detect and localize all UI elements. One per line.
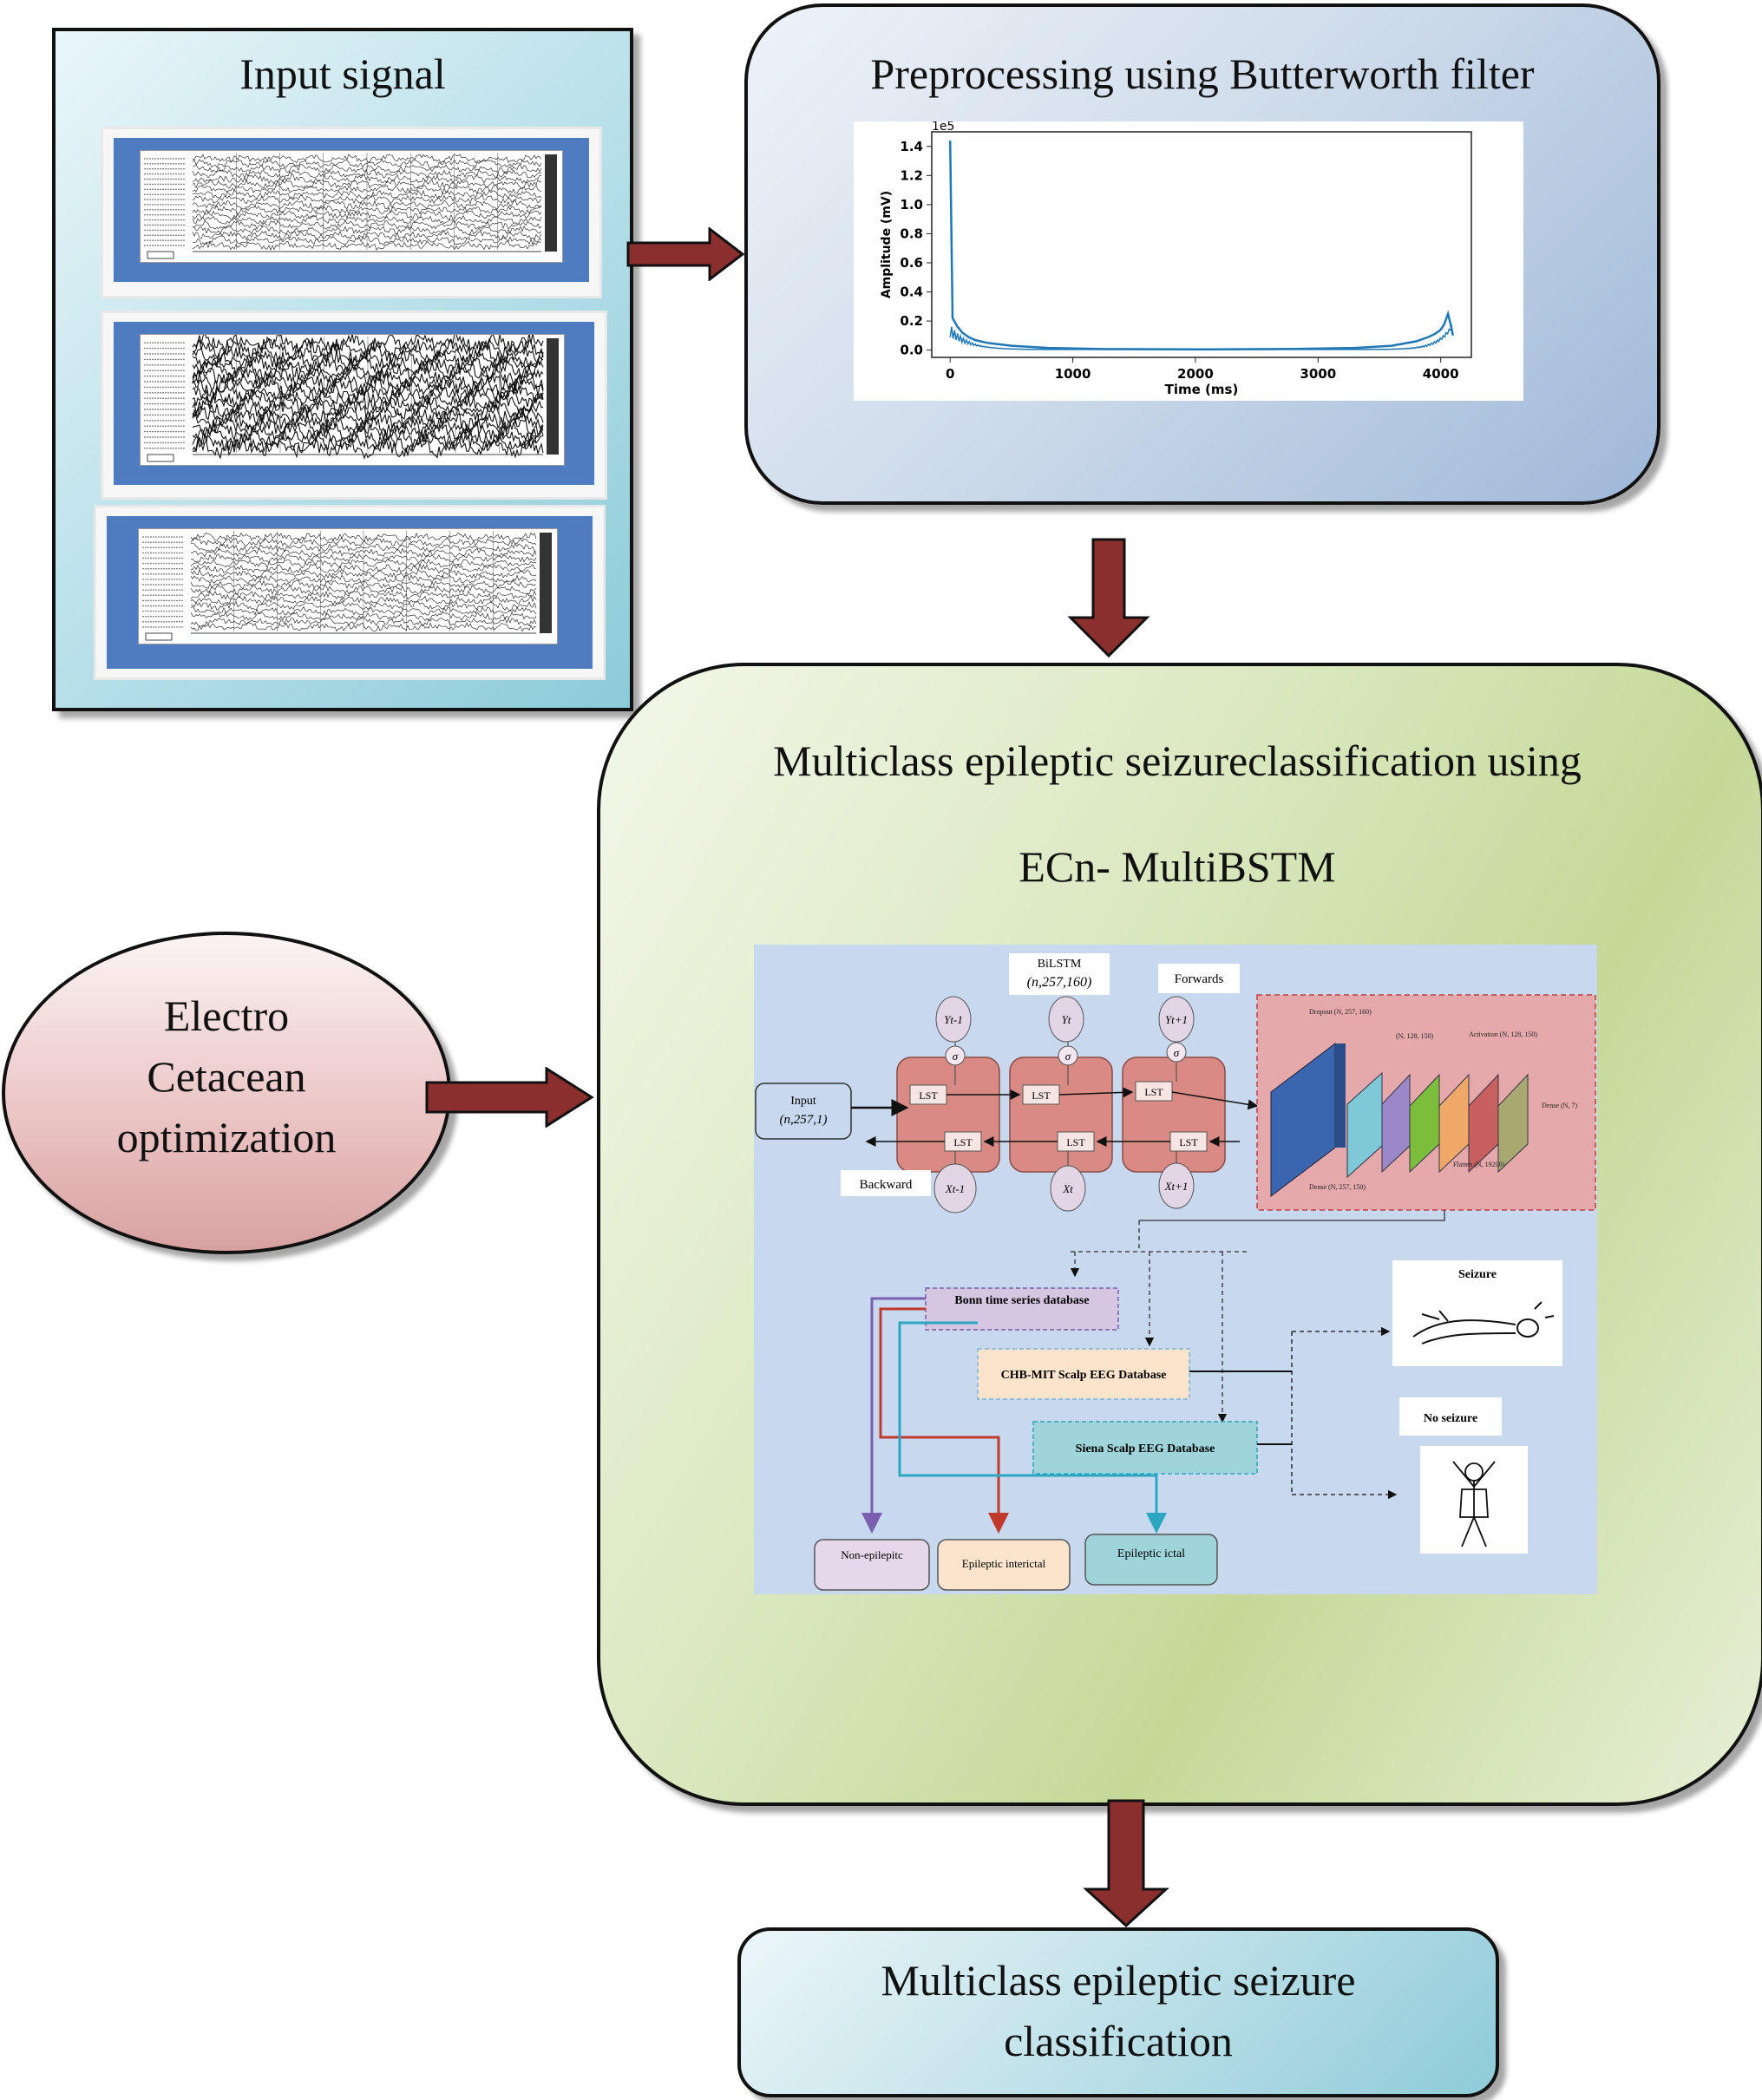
standing-person-icon <box>1452 1461 1496 1547</box>
x-axis-label: Time (ms) <box>1165 382 1239 397</box>
chb-mit-database: CHB-MIT Scalp EEG Database <box>1001 1369 1167 1382</box>
eeg-panel-2 <box>101 311 607 500</box>
seizure-label: Seizure <box>1458 1268 1497 1281</box>
lst-cell-b1: LST <box>953 1136 973 1148</box>
eeg-traces-1 <box>144 153 557 259</box>
siena-database: Siena Scalp EEG Database <box>1076 1443 1215 1456</box>
y-axis-label: Amplitude (mV) <box>880 191 894 298</box>
eeg-corner-box <box>145 632 173 641</box>
input-signal-box: Input signal <box>52 28 633 711</box>
cnn-label-dense-in: Dense (N, 257, 150) <box>1309 1183 1366 1191</box>
arrow-input-to-preprocessing <box>626 227 745 281</box>
x-tick-label: 2000 <box>1177 366 1214 382</box>
output-line-2: classification <box>1004 2017 1233 2065</box>
eeg-corner-box <box>147 251 174 259</box>
optimizer-line-3: optimization <box>116 1113 337 1161</box>
filtered-signal-plot: 0 1000 2000 3000 4000 0.0 0.2 0.4 0.6 0.8 1.0 1.2 1.… <box>880 120 1472 397</box>
lstm-cells <box>896 1057 1226 1173</box>
eeg-scrollbar <box>547 338 559 455</box>
x-tick-label: 0 <box>946 366 954 382</box>
y-tick-label: 0.0 <box>900 343 923 358</box>
input-signal-title: Input signal <box>239 49 446 98</box>
y-tick-label: 0.4 <box>900 285 923 300</box>
eeg-traces-2 <box>144 335 559 462</box>
sigma-3: σ <box>1174 1046 1180 1059</box>
filtered-signal-noise <box>949 324 1453 350</box>
architecture-diagram: BiLSTM (n,257,160) Forwards Input (n,257… <box>754 945 1597 1594</box>
eeg-trace <box>192 437 544 460</box>
y-tick-label: 0.2 <box>900 313 923 329</box>
output-line-1: Multiclass epileptic seizure <box>881 1956 1356 2005</box>
y-tick-label: 1.4 <box>900 139 923 154</box>
y-tick-label: 1.0 <box>900 197 923 213</box>
x-tick-label: 4000 <box>1423 366 1459 382</box>
axis-scale-label: 1e5 <box>932 121 954 134</box>
preprocessing-title: Preprocessing using Butterworth filter <box>870 49 1535 98</box>
arrow-classification-to-output <box>1083 1799 1169 1928</box>
output-y-prev: Yt-1 <box>944 1013 963 1026</box>
optimizer-ellipse: Electro Cetacean optimization <box>2 932 451 1254</box>
class-non-epileptic-text: Non-epilepitc <box>841 1548 903 1561</box>
filtered-signal-chart: 0 1000 2000 3000 4000 0.0 0.2 0.4 0.6 0.8 1.0 1.2 1.… <box>854 120 1523 401</box>
input-x-t: Xt <box>1062 1182 1073 1195</box>
cnn-label-dropout: Dropout (N, 257, 160) <box>1309 1008 1372 1016</box>
cnn-label-dense-out: Dense (N, 7) <box>1542 1102 1577 1109</box>
eeg-scrollbar <box>540 533 552 633</box>
output-y-t: Yt <box>1062 1013 1071 1026</box>
no-seizure-label: No seizure <box>1424 1412 1477 1425</box>
seizure-figure-icon <box>1412 1301 1555 1344</box>
sigma-2: σ <box>1065 1050 1071 1063</box>
eeg-traces-3 <box>142 531 552 641</box>
bonn-database: Bonn time series database <box>954 1294 1089 1307</box>
arrow-preprocessing-to-classification <box>1067 538 1150 658</box>
optimizer-line-2: Cetacean <box>147 1052 306 1101</box>
x-tick-label: 3000 <box>1300 366 1336 382</box>
eeg-corner-box <box>147 454 174 462</box>
y-tick-label: 1.2 <box>900 167 923 183</box>
model-name: ECn- MultiBSTM <box>1019 842 1336 891</box>
input-x-prev: Xt-1 <box>945 1182 965 1195</box>
y-tick-label: 0.8 <box>900 226 923 241</box>
arrow-optimizer-to-classification <box>425 1067 594 1128</box>
plot-frame <box>931 131 1472 358</box>
class-epileptic-interictal: Epileptic interictal <box>962 1557 1046 1570</box>
output-box: Multiclass epileptic seizure classificat… <box>737 1927 1499 2097</box>
cnn-label-mid: (N, 128, 150) <box>1396 1032 1433 1040</box>
eeg-panel-1 <box>101 127 602 298</box>
filtered-signal-line <box>948 141 1455 351</box>
class-non-epileptic: Non-epilepitc <box>841 1548 903 1561</box>
class-epileptic-ictal: Epileptic ictal <box>1117 1547 1185 1560</box>
cnn-layers <box>1270 1042 1529 1198</box>
optimizer-line-1: Electro <box>163 991 290 1040</box>
bilstm-shape: (n,257,160) <box>1027 975 1092 990</box>
backward-label: Backward <box>860 1178 913 1192</box>
sigma-1: σ <box>953 1050 959 1063</box>
input-label: Input <box>790 1095 816 1108</box>
input-x-next: Xt+1 <box>1164 1180 1189 1193</box>
input-shape: (n,257,1) <box>780 1113 828 1127</box>
classification-title: Multiclass epileptic seizureclassificati… <box>773 736 1582 785</box>
bilstm-label: BiLSTM <box>1038 958 1082 971</box>
bonn-database-label: Bonn time series database <box>954 1294 1089 1307</box>
cnn-label-activation: Activation (N, 128, 150) <box>1469 1030 1537 1038</box>
architecture-svg: BiLSTM (n,257,160) Forwards Input (n,257… <box>755 953 1596 1591</box>
eeg-scrollbar <box>545 154 557 252</box>
lst-cell-b3: LST <box>1179 1136 1198 1148</box>
lst-cell-f2: LST <box>1032 1089 1051 1102</box>
output-y-next: Yt+1 <box>1165 1013 1188 1026</box>
forwards-label: Forwards <box>1175 972 1224 986</box>
lst-cell-f1: LST <box>919 1089 938 1102</box>
y-tick-label: 0.6 <box>900 255 923 271</box>
lst-cell-b2: LST <box>1066 1136 1085 1148</box>
lst-cell-f3: LST <box>1144 1086 1163 1098</box>
cnn-label-flatten: Flatten (N, 19200) <box>1453 1161 1505 1168</box>
x-tick-label: 1000 <box>1055 366 1091 382</box>
eeg-panel-3 <box>94 505 606 680</box>
